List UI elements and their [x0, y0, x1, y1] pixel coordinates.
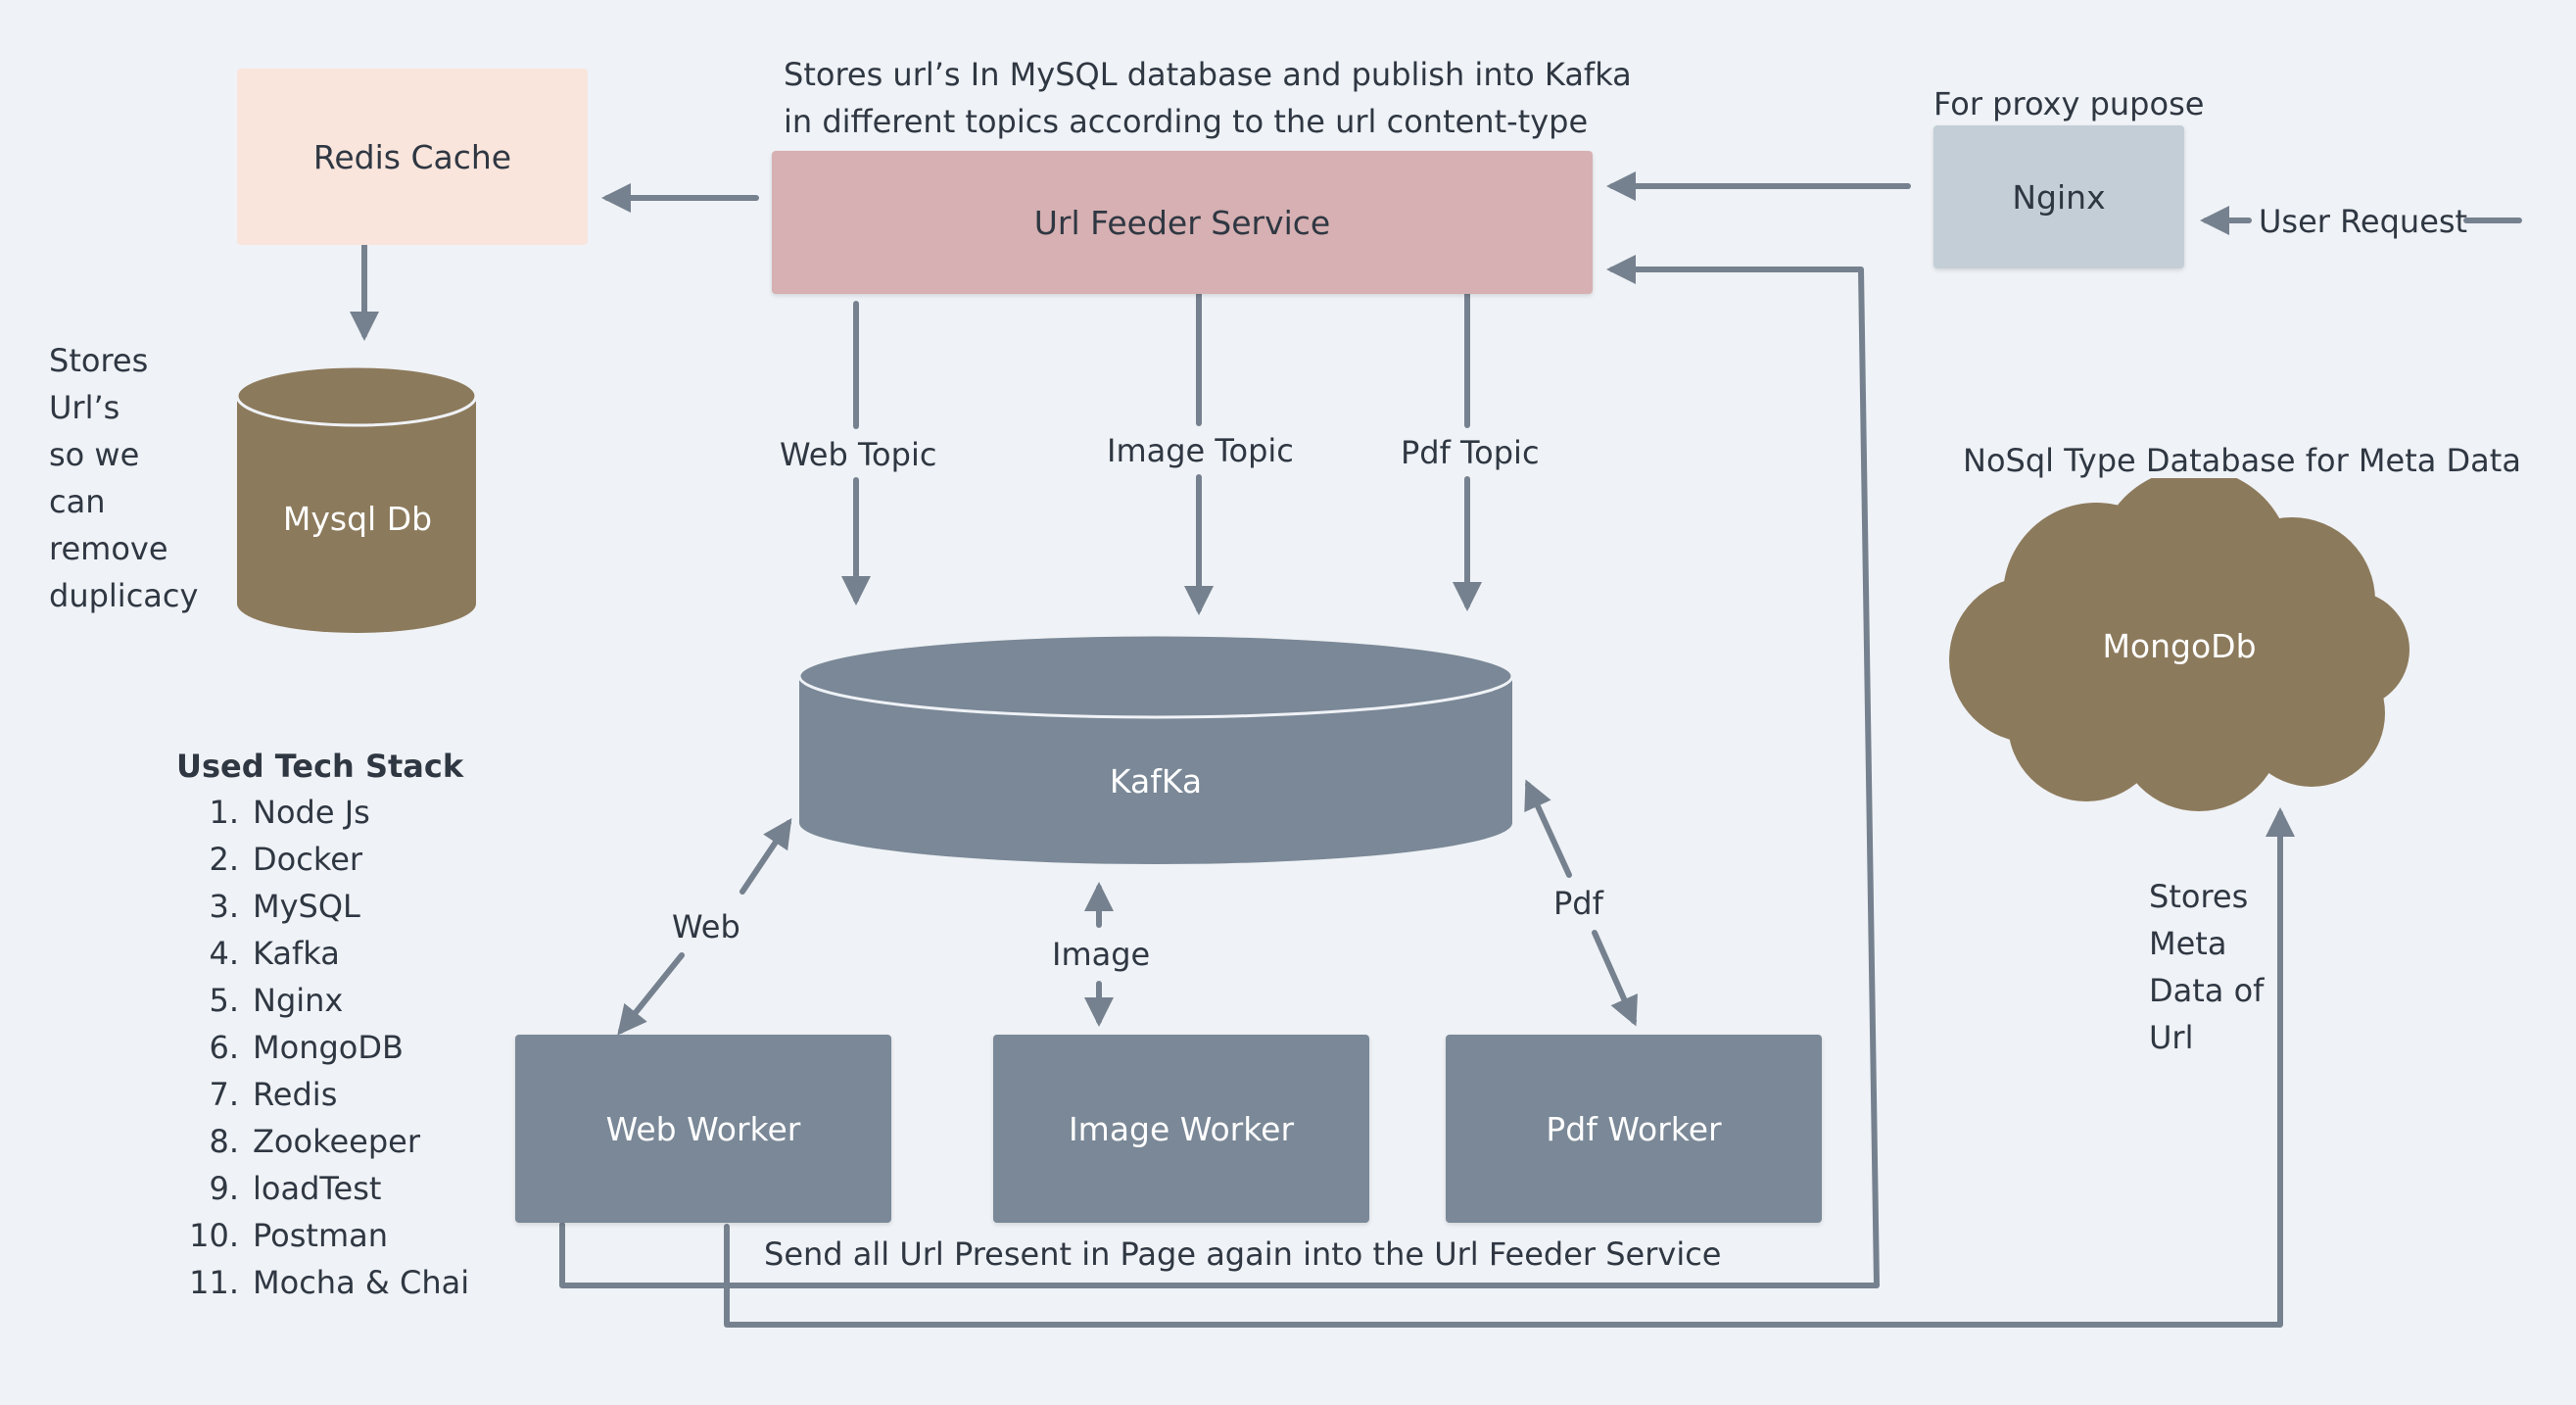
nginx-note: For proxy pupose: [1933, 85, 2205, 122]
tech-stack-item-number: 1.: [209, 794, 239, 831]
edge-label-web: Web: [672, 908, 740, 945]
mysql-note-line: can: [49, 483, 106, 520]
arrow-pdf-up: [1524, 779, 1572, 878]
mongodb-node: [1949, 478, 2409, 811]
tech-stack-item-label: Zookeeper: [253, 1123, 420, 1160]
tech-stack-item-number: 6.: [209, 1029, 239, 1066]
redis-cache-label: Redis Cache: [312, 137, 512, 176]
image-worker-node: Image Worker: [993, 1035, 1369, 1223]
nginx-node: Nginx: [1933, 125, 2184, 268]
url-feeder-service-label: Url Feeder Service: [1033, 203, 1331, 242]
tech-stack-item-label: loadTest: [253, 1170, 382, 1207]
mongodb-label: MongoDb: [2102, 627, 2257, 665]
edge-label-image: Image: [1052, 936, 1151, 973]
tech-stack-item-number: 5.: [209, 982, 239, 1019]
send-back-note: Send all Url Present in Page again into …: [764, 1235, 1722, 1273]
meta-note-line: Stores: [2149, 878, 2249, 915]
arrow-send-back-to-feeder: [559, 255, 1880, 1288]
mysql-note-line: remove: [49, 530, 168, 567]
kafka-node: [797, 633, 1514, 864]
tech-stack-item-number: 9.: [209, 1170, 239, 1207]
mongo-note: NoSql Type Database for Meta Data: [1963, 442, 2521, 479]
tech-stack-item: 5. Nginx: [176, 977, 469, 1024]
image-worker-label: Image Worker: [1068, 1109, 1295, 1148]
tech-stack-title: Used Tech Stack: [176, 748, 464, 785]
edge-label-image-topic: Image Topic: [1107, 432, 1294, 469]
tech-stack-item-label: Docker: [253, 841, 363, 878]
tech-stack-item: 4. Kafka: [176, 930, 469, 977]
kafka-label: KafKa: [1109, 762, 1203, 800]
tech-stack-item: 7. Redis: [176, 1071, 469, 1118]
tech-stack-item-label: Nginx: [253, 982, 344, 1019]
arrow-worker-to-mongo: [724, 807, 2295, 1328]
mysql-note: Stores Url’s so we can remove duplicacy: [49, 337, 198, 619]
meta-note-line: Meta: [2149, 925, 2227, 962]
tech-stack-item-number: 11.: [189, 1264, 239, 1301]
mysql-note-line: so we: [49, 436, 140, 473]
arrow-web-up: [739, 818, 792, 895]
feeder-note-line-1: Stores url’s In MySQL database and publi…: [784, 56, 1632, 93]
tech-stack-item-label: Kafka: [253, 935, 340, 972]
pdf-worker-label: Pdf Worker: [1546, 1109, 1722, 1148]
tech-stack-item-label: Mocha & Chai: [253, 1264, 470, 1301]
tech-stack-item: 8. Zookeeper: [176, 1118, 469, 1165]
tech-stack-item-label: Node Js: [253, 794, 370, 831]
mysql-note-line: Stores: [49, 342, 149, 379]
mysql-note-line: duplicacy: [49, 577, 199, 614]
meta-note-line: Url: [2149, 1019, 2194, 1056]
arrow-web-down: [617, 952, 685, 1036]
user-request-label: User Request: [2259, 203, 2468, 240]
nginx-label: Nginx: [2012, 177, 2106, 217]
web-worker-node: Web Worker: [515, 1035, 891, 1223]
tech-stack-item: 6. MongoDB: [176, 1024, 469, 1071]
tech-stack-item: 2. Docker: [176, 836, 469, 883]
tech-stack-item-number: 3.: [209, 888, 239, 925]
web-worker-label: Web Worker: [605, 1109, 801, 1148]
mysql-note-line: Url’s: [49, 389, 120, 426]
arrow-pdf-down: [1592, 930, 1638, 1027]
tech-stack-item: 1. Node Js: [176, 789, 469, 836]
tech-stack-item: 3. MySQL: [176, 883, 469, 930]
tech-stack-item-number: 10.: [189, 1217, 239, 1254]
url-feeder-service-node: Url Feeder Service: [772, 151, 1593, 294]
meta-note: Stores Meta Data of Url: [2149, 873, 2264, 1061]
tech-stack-item-number: 8.: [209, 1123, 239, 1160]
tech-stack-item: 11. Mocha & Chai: [176, 1259, 469, 1306]
tech-stack-item-label: MySQL: [253, 888, 360, 925]
mysql-db-label: Mysql Db: [282, 500, 433, 538]
tech-stack-item: 10. Postman: [176, 1212, 469, 1259]
meta-note-line: Data of: [2149, 972, 2265, 1009]
edge-label-web-topic: Web Topic: [780, 436, 937, 473]
tech-stack-item-label: Redis: [253, 1076, 338, 1113]
pdf-worker-node: Pdf Worker: [1446, 1035, 1822, 1223]
tech-stack-item-number: 7.: [209, 1076, 239, 1113]
tech-stack-item-number: 4.: [209, 935, 239, 972]
edge-label-pdf-topic: Pdf Topic: [1401, 434, 1540, 471]
redis-cache-node: Redis Cache: [237, 69, 588, 245]
tech-stack-item-label: MongoDB: [253, 1029, 404, 1066]
tech-stack-item: 9. loadTest: [176, 1165, 469, 1212]
feeder-note-line-2: in different topics according to the url…: [784, 103, 1589, 140]
edge-label-pdf: Pdf: [1553, 885, 1603, 922]
tech-stack-list: 1. Node Js 2. Docker 3. MySQL 4. Kafka 5. Nginx 6.…: [176, 789, 469, 1306]
tech-stack-item-number: 2.: [209, 841, 239, 878]
tech-stack-item-label: Postman: [253, 1217, 389, 1254]
mysql-db-node: [235, 364, 478, 633]
